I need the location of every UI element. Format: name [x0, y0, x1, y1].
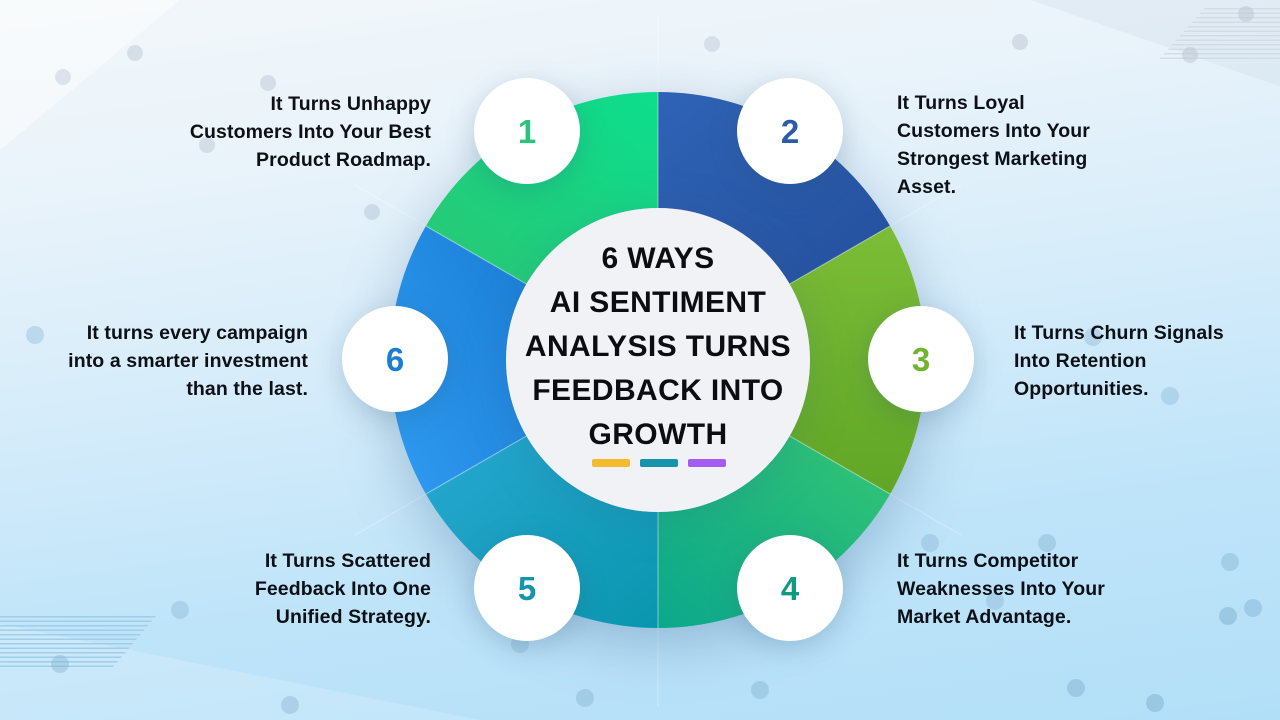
- item-1-line-1: It Turns Unhappy: [270, 93, 431, 115]
- item-5-line-2: Feedback Into One: [254, 578, 431, 600]
- title-line-5: GROWTH: [588, 418, 727, 451]
- number-label-4: 4: [781, 570, 800, 607]
- number-markers: 1 2 3 4 5 6: [342, 78, 974, 641]
- item-6-line-2: into a smarter investment: [68, 350, 308, 372]
- item-4-line-3: Market Advantage.: [897, 606, 1072, 628]
- item-3-label: It Turns Churn Signals Into Retention Op…: [1014, 319, 1280, 403]
- segment-5-scattered-feedback: [425, 436, 658, 628]
- item-6-line-3: than the last.: [186, 378, 308, 400]
- item-3-line-1: It Turns Churn Signals: [1014, 322, 1224, 344]
- number-label-3: 3: [912, 341, 930, 378]
- item-5-line-3: Unified Strategy.: [275, 606, 431, 628]
- number-label-2: 2: [781, 113, 799, 150]
- segment-boundary-rays: [354, 14, 962, 706]
- item-2-line-3: Strongest Marketing: [897, 148, 1088, 170]
- item-4-line-1: It Turns Competitor: [897, 550, 1079, 572]
- item-2-line-4: Asset.: [897, 176, 957, 198]
- number-circle-5: [474, 535, 580, 641]
- item-3-line-3: Opportunities.: [1014, 378, 1149, 400]
- item-6-line-1: It turns every campaign: [86, 322, 308, 344]
- number-circle-4: [737, 535, 843, 641]
- number-label-5: 5: [518, 570, 536, 607]
- number-circle-2: [737, 78, 843, 184]
- item-1-label: It Turns Unhappy Customers Into Your Bes…: [151, 90, 431, 174]
- item-1-line-2: Customers Into Your Best: [189, 121, 431, 143]
- item-3-line-2: Into Retention: [1014, 350, 1147, 372]
- center-circle: [506, 208, 810, 512]
- item-4-line-2: Weaknesses Into Your: [897, 578, 1105, 600]
- item-6-label: It turns every campaign into a smarter i…: [18, 319, 308, 403]
- title-line-3: ANALYSIS TURNS: [525, 330, 791, 363]
- item-5-label: It Turns Scattered Feedback Into One Uni…: [151, 547, 431, 631]
- item-2-line-1: It Turns Loyal: [897, 92, 1025, 114]
- number-circle-6: [342, 306, 448, 412]
- number-circle-1: [474, 78, 580, 184]
- segment-dividers: [425, 92, 891, 628]
- segment-2-loyal-customers: [658, 92, 891, 284]
- yellow-dash-icon: [592, 459, 630, 467]
- item-1-line-3: Product Roadmap.: [256, 149, 431, 171]
- number-circle-3: [868, 306, 974, 412]
- item-4-label: It Turns Competitor Weaknesses Into Your…: [897, 547, 1187, 631]
- segment-6-campaign-investment: [389, 226, 527, 494]
- number-label-6: 6: [386, 341, 404, 378]
- number-label-1: 1: [518, 113, 536, 150]
- title-line-1: 6 WAYS: [601, 242, 714, 275]
- segment-4-competitor-weaknesses: [658, 436, 891, 628]
- title-line-2: AI SENTIMENT: [550, 286, 766, 319]
- purple-dash-icon: [688, 459, 726, 467]
- title-line-4: FEEDBACK INTO: [532, 374, 783, 407]
- segment-1-unhappy-customers: [425, 91, 658, 284]
- center-hub: 6 WAYS AI SENTIMENT ANALYSIS TURNS FEEDB…: [506, 208, 810, 512]
- teal-dash-icon: [640, 459, 678, 467]
- item-2-line-2: Customers Into Your: [897, 120, 1090, 142]
- item-5-line-1: It Turns Scattered: [264, 550, 431, 572]
- item-2-label: It Turns Loyal Customers Into Your Stron…: [897, 89, 1197, 201]
- segment-3-churn-signals: [789, 226, 927, 494]
